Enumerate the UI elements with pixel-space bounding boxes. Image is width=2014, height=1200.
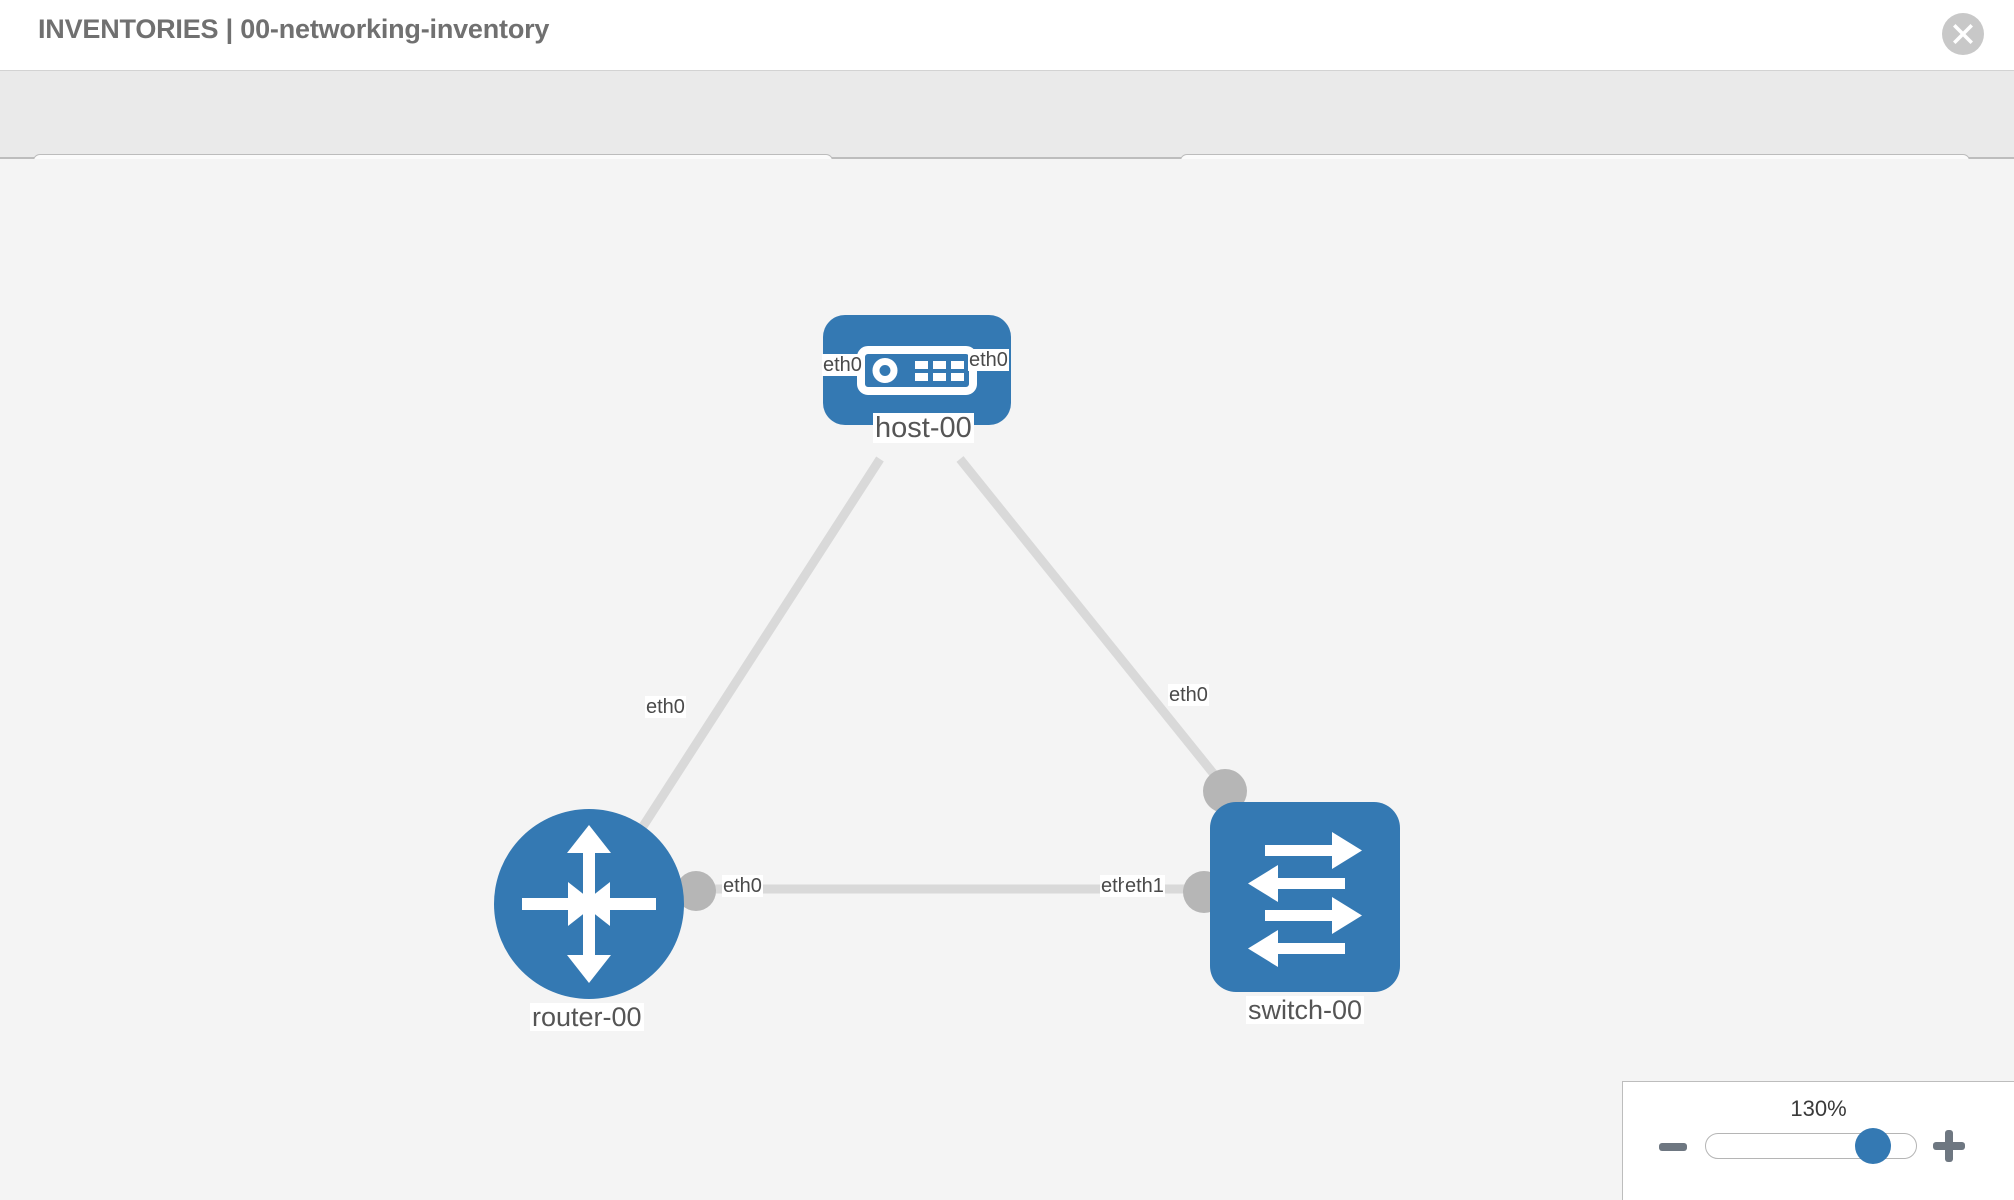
zoom-in-button[interactable] <box>1933 1130 1965 1162</box>
zoom-control-panel: 130% <box>1622 1081 2014 1200</box>
node-switch-label: switch-00 <box>1246 995 1365 1025</box>
node-router-label: router-00 <box>530 1002 644 1032</box>
iface-label-router-up: eth0 <box>645 696 686 718</box>
iface-label-router-right: eth0 <box>722 875 763 897</box>
close-button[interactable] <box>1942 13 1984 55</box>
close-icon <box>1953 24 1973 44</box>
iface-label-switch-up: eth0 <box>1168 684 1209 706</box>
toolbar: ACTIONS SEARCH <box>0 70 2014 207</box>
link-host-switch <box>956 456 1254 822</box>
link-router-host <box>636 456 884 834</box>
zoom-out-button[interactable] <box>1659 1143 1687 1151</box>
router-icon <box>522 825 656 983</box>
switch-icon <box>1248 832 1362 967</box>
iface-label-switch-left-b: eth1 <box>1124 875 1165 897</box>
topology-canvas[interactable]: host-00 rout <box>0 159 2014 1200</box>
iface-label-host-left: eth0 <box>822 354 863 376</box>
zoom-level-label: 130% <box>1790 1096 1847 1121</box>
zoom-slider-thumb[interactable] <box>1855 1128 1891 1164</box>
iface-label-host-right: eth0 <box>968 349 1009 371</box>
node-switch-shape <box>1210 802 1400 992</box>
node-host-label: host-00 <box>873 412 974 444</box>
node-router-shape <box>494 809 684 999</box>
page-header: INVENTORIES | 00-networking-inventory <box>0 0 2014 70</box>
page-title: INVENTORIES | 00-networking-inventory <box>38 14 550 44</box>
